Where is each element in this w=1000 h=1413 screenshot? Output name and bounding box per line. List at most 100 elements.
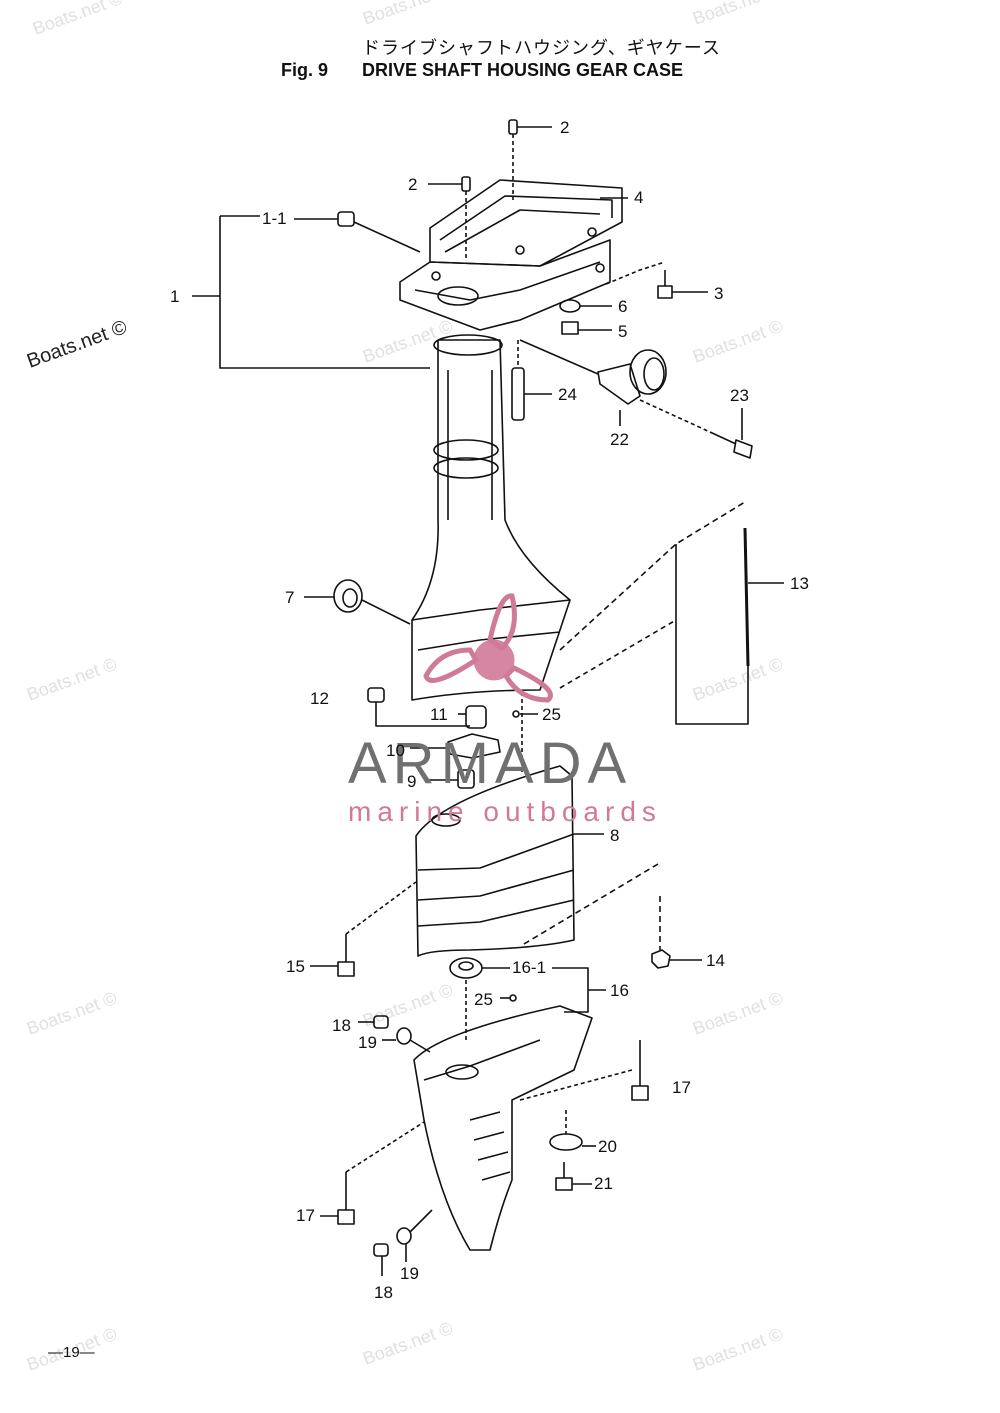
gear-case-rib [477, 1151, 509, 1161]
housing-collar [433, 334, 503, 356]
leader-line [345, 1121, 425, 1173]
callout-13: 13 [790, 574, 809, 593]
callout-12: 12 [310, 689, 329, 708]
extension-rib [417, 899, 575, 927]
screw-head [373, 1015, 389, 1029]
callout-18: 18 [374, 1283, 393, 1302]
leader-line [559, 619, 677, 689]
housing-ring [433, 439, 499, 461]
oil-seal [458, 961, 474, 971]
clamp-lever [597, 363, 641, 405]
bolt-head [631, 1085, 649, 1101]
extension-case [415, 765, 575, 957]
leader-line [523, 863, 659, 945]
brand-logo-watermark [423, 593, 553, 703]
callout-24: 24 [558, 385, 577, 404]
callout-25: 25 [474, 990, 493, 1009]
brand-watermark: ARMADA [348, 731, 633, 796]
callout-16: 16 [610, 981, 629, 1000]
callout-18: 18 [332, 1016, 351, 1035]
long-stud [743, 527, 750, 667]
leader-line [675, 544, 749, 725]
bolt-head [337, 961, 355, 977]
callout-25: 25 [542, 705, 561, 724]
drive-shaft-bore [437, 286, 479, 306]
gasket-detail [444, 209, 601, 253]
anti-ventilation-plate [411, 599, 571, 621]
callout-22: 22 [610, 430, 629, 449]
dowel-pin [461, 176, 471, 192]
gear-case [413, 1005, 593, 1251]
drain-plug [337, 211, 355, 227]
leader-line [559, 501, 746, 651]
callout-1-1: 1-1 [262, 209, 287, 228]
title-japanese: ドライブシャフトハウジング、ギヤケース [362, 38, 721, 59]
housing-head-detail [414, 261, 601, 301]
callout-4: 4 [634, 188, 644, 207]
bolt-hole [515, 245, 525, 255]
gear-case-detail [423, 1039, 541, 1081]
callout-14: 14 [706, 951, 725, 970]
leader-line [375, 714, 470, 727]
callout-16-1: 16-1 [512, 958, 547, 977]
leader-line [219, 216, 430, 369]
oil-seal [449, 957, 483, 979]
clamp-ring [629, 349, 667, 395]
cap [549, 1133, 583, 1151]
washer [396, 1027, 412, 1045]
figure-number: Fig. 9 [281, 60, 329, 80]
gear-case-rib [481, 1171, 511, 1181]
seal [333, 579, 363, 613]
extension-rib [417, 833, 575, 871]
leader-line [361, 599, 411, 625]
brand-tagline-watermark: marine outboards [348, 796, 662, 827]
callout-9: 9 [407, 772, 417, 791]
screw-head [373, 1243, 389, 1257]
callout-3: 3 [714, 284, 724, 303]
gear-case-rib [473, 1131, 505, 1141]
bolt-shank [709, 431, 737, 445]
clamp-ring [643, 357, 665, 391]
leader-line [519, 1069, 633, 1101]
seal [342, 588, 358, 608]
bore [445, 1064, 479, 1080]
washer [396, 1227, 412, 1245]
leader-line [552, 967, 589, 1013]
page-number: —19— [48, 1344, 95, 1361]
callout-19: 19 [358, 1033, 377, 1052]
leader-line [605, 261, 666, 285]
callout-5: 5 [618, 322, 628, 341]
screw-head [367, 687, 385, 703]
callout-1: 1 [170, 287, 180, 306]
hex-nut [651, 949, 671, 969]
callout-6: 6 [618, 297, 628, 316]
callout-23: 23 [730, 386, 749, 405]
leader-line [639, 399, 711, 433]
callout-7: 7 [285, 588, 295, 607]
bolt-head [337, 1209, 355, 1225]
bolt-hole [587, 227, 597, 237]
housing-ring [433, 457, 499, 479]
bolt-hole [431, 271, 441, 281]
callout-11: 11 [430, 705, 448, 724]
dowel-pin [508, 119, 518, 135]
bolt-head [733, 439, 753, 459]
callout-15: 15 [286, 957, 305, 976]
gear-case-rib [469, 1111, 501, 1121]
figure-title: DRIVE SHAFT HOUSING GEAR CASE [362, 60, 684, 80]
leader-line [409, 1209, 433, 1233]
water-pump-plate [447, 733, 501, 759]
collar [457, 769, 475, 789]
bolt-hole [595, 263, 605, 273]
nut [561, 321, 579, 335]
callout-19: 19 [400, 1264, 419, 1283]
bore [431, 813, 461, 827]
drive-shaft-housing [411, 339, 571, 701]
callout-2: 2 [560, 118, 570, 137]
anti-ventilation-plate [417, 631, 561, 651]
guide-pin [511, 367, 525, 421]
callout-2: 2 [408, 175, 418, 194]
upper-mount-plate [429, 179, 623, 267]
